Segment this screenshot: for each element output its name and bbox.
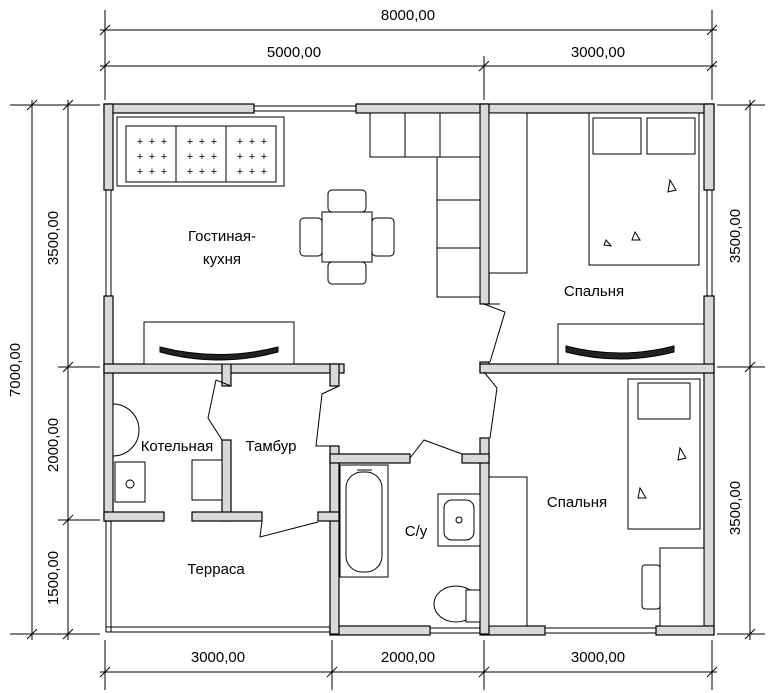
bed-upper (588, 112, 700, 266)
svg-text:+: + (199, 151, 205, 163)
svg-text:+: + (261, 151, 267, 163)
label-living-kitchen-2: кухня (203, 251, 241, 268)
desk (641, 547, 705, 627)
svg-text:+: + (237, 136, 243, 148)
label-living-kitchen-1: Гостиная- (188, 228, 256, 245)
dim-bottom-middle: 2000,00 (381, 649, 435, 666)
svg-text:+: + (161, 151, 167, 163)
windows (105, 105, 713, 634)
svg-text:+: + (149, 151, 155, 163)
toilet (433, 585, 481, 623)
dim-left-lower: 1500,00 (45, 551, 62, 605)
svg-text:+: + (237, 151, 243, 163)
dim-top-total: 8000,00 (381, 7, 435, 24)
dining-table (299, 189, 395, 285)
bed-lower (627, 378, 701, 530)
dim-bottom-right: 3000,00 (571, 649, 625, 666)
svg-text:+: + (187, 151, 193, 163)
svg-text:+: + (249, 151, 255, 163)
svg-text:+: + (261, 166, 267, 178)
label-bathroom: С/у (405, 523, 428, 540)
svg-text:+: + (237, 166, 243, 178)
tv-bedroom (557, 323, 705, 365)
svg-text:+: + (149, 166, 155, 178)
svg-text:+: + (199, 166, 205, 178)
svg-text:+: + (249, 136, 255, 148)
walls (103, 103, 715, 636)
svg-text:+: + (149, 136, 155, 148)
dimension-lines (10, 10, 765, 690)
label-terrace: Терраса (187, 561, 245, 578)
dim-left-middle: 2000,00 (45, 418, 62, 472)
dim-right-lower: 3500,00 (727, 481, 744, 535)
label-bedroom-upper: Спальня (564, 283, 624, 300)
label-boiler-room: Котельная (141, 438, 214, 455)
kitchen-counter (369, 112, 528, 298)
svg-text:+: + (137, 151, 143, 163)
dim-left-upper: 3500,00 (45, 211, 62, 265)
svg-text:+: + (161, 136, 167, 148)
doors (207, 303, 506, 538)
dim-right-upper: 3500,00 (727, 209, 744, 263)
dim-bottom-left: 3000,00 (191, 649, 245, 666)
svg-text:+: + (211, 136, 217, 148)
svg-text:+: + (199, 136, 205, 148)
bathtub (339, 464, 389, 578)
wardrobe (488, 476, 528, 627)
dim-top-right: 3000,00 (571, 44, 625, 61)
svg-text:+: + (249, 166, 255, 178)
svg-text:+: + (137, 136, 143, 148)
svg-text:+: + (261, 136, 267, 148)
sink (437, 493, 481, 547)
dim-top-left: 5000,00 (267, 44, 321, 61)
svg-text:+: + (187, 136, 193, 148)
sofa: + + + + + + + + + + + + + + + + + + + + + + + + + + + (116, 116, 285, 187)
svg-text:+: + (211, 151, 217, 163)
dim-left-total: 7000,00 (7, 343, 24, 397)
svg-text:+: + (211, 166, 217, 178)
label-bedroom-lower: Спальня (547, 494, 607, 511)
svg-text:+: + (161, 166, 167, 178)
svg-text:+: + (187, 166, 193, 178)
boiler (112, 403, 223, 503)
tv-living (143, 321, 295, 365)
label-vestibule: Тамбур (246, 438, 297, 455)
svg-text:+: + (137, 166, 143, 178)
